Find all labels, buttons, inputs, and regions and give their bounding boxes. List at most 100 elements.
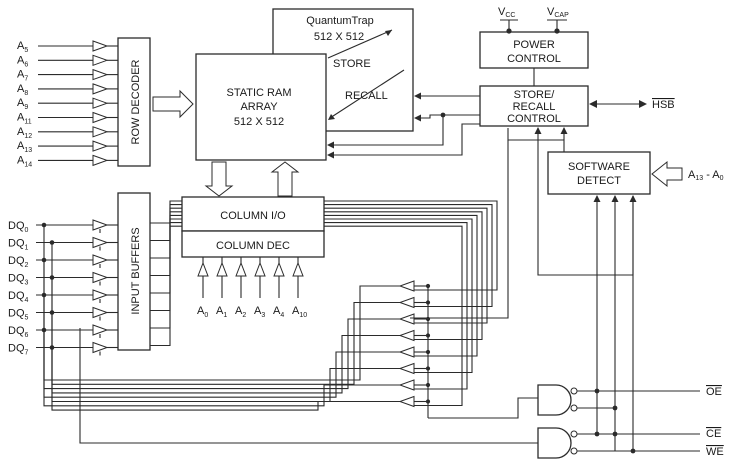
power-control-label: CONTROL — [507, 53, 561, 65]
column-address-label: A1 — [216, 305, 227, 319]
row-address-buffer — [92, 54, 109, 67]
row-decoder-block — [117, 37, 151, 167]
src-to-array-wire-2 — [328, 123, 480, 156]
column-io-block — [181, 196, 325, 232]
store-recall-label-2: RECALL — [513, 101, 556, 113]
src-feedback-arrowhead-icon — [534, 127, 542, 134]
src-to-array-arrowhead-1-icon — [327, 141, 334, 149]
array-to-column-io-arrow — [204, 161, 234, 197]
power-control-block — [479, 31, 589, 69]
column-io-label: COLUMN I/O — [220, 210, 286, 222]
column-address-buffer — [216, 261, 228, 277]
software-label: SOFTWARE — [568, 161, 630, 173]
column-address-label: A10 — [292, 305, 307, 319]
vcap-node — [554, 28, 560, 34]
src-to-array-wire-1 — [328, 114, 480, 146]
column-address-buffer — [235, 261, 247, 277]
input-buffers-label: INPUT BUFFERS — [130, 227, 142, 314]
store-arrow — [327, 29, 393, 59]
hsb-label: HSB — [652, 99, 675, 111]
ce-node-2 — [612, 431, 618, 437]
data-input-buffer — [92, 324, 109, 336]
row-decoder-to-array-arrow — [152, 89, 194, 119]
src-to-qt-wire-2 — [415, 114, 443, 119]
oe-gate-ce-node — [612, 405, 618, 411]
output-buffer — [398, 280, 415, 292]
output-return-wire — [66, 351, 400, 398]
oe-nand-gate — [537, 384, 572, 416]
input-bus-wire — [150, 211, 182, 277]
array-size-label: 512 X 512 — [234, 116, 284, 128]
row-address-label: A12 — [17, 126, 32, 140]
data-input-buffer — [92, 271, 109, 284]
column-io-bus-wire — [324, 200, 498, 291]
static-ram-array-block — [195, 53, 327, 161]
output-return-wire — [72, 384, 400, 407]
column-address-label: A4 — [273, 305, 284, 319]
src-to-qt-arrowhead-icon — [414, 92, 421, 100]
ce-we-nand-gate — [537, 427, 572, 459]
output-buffer — [398, 329, 415, 342]
column-io-bus-wire — [324, 225, 463, 407]
we-gate-output-wire — [79, 328, 538, 444]
ce-label: CE — [706, 428, 721, 440]
src-feedback-wire-2 — [537, 128, 634, 276]
we-node — [630, 448, 636, 454]
store-recall-label-1: STORE/ — [514, 89, 556, 101]
row-address-buffer — [92, 83, 109, 95]
output-buffer — [398, 313, 415, 325]
row-address-buffer — [92, 68, 109, 81]
vcc-node — [506, 28, 512, 34]
row-address-buffer — [92, 40, 109, 52]
ctrl-we-arrowhead-icon — [629, 195, 637, 202]
sw-addr-in-arrow — [651, 160, 683, 188]
row-address-label: A14 — [17, 154, 32, 168]
sw-detect-to-src-wire-a — [507, 128, 565, 152]
data-loop-wire — [51, 347, 75, 411]
oe-label: OE — [706, 386, 722, 398]
output-return-wire — [60, 318, 400, 390]
row-address-label: A13 — [17, 140, 32, 154]
output-buffers — [398, 280, 431, 418]
row-address-buffer — [92, 126, 109, 138]
hsb-right-arrowhead-icon — [639, 100, 647, 108]
output-buffer — [398, 395, 415, 408]
output-return-wire — [75, 400, 400, 411]
row-address-label: A9 — [17, 97, 28, 111]
power-label: POWER — [513, 39, 555, 51]
row-address-buffer — [92, 97, 109, 109]
src-to-qt-arrowhead-2-icon — [414, 114, 421, 122]
data-line-label: DQ3 — [8, 273, 29, 287]
column-io-bus-wire — [324, 204, 493, 308]
src-to-array-arrowhead-2-icon — [327, 151, 334, 159]
ctrl-oe-arrowhead-icon — [593, 195, 601, 202]
ce-node-1 — [594, 431, 600, 437]
quantumtrap-label: QuantumTrap — [306, 15, 373, 27]
output-buffer — [398, 379, 415, 391]
input-bus-wire — [150, 214, 182, 294]
vcap-label: VCAP — [547, 6, 569, 19]
column-dec-block — [181, 230, 325, 258]
row-address-buffer — [92, 140, 109, 152]
column-io-bus-wire — [324, 211, 483, 341]
column-address-label: A0 — [197, 305, 208, 319]
recall-label: RECALL — [345, 90, 388, 102]
recall-arrowhead-icon — [328, 114, 335, 120]
static-ram-label: STATIC RAM — [227, 87, 292, 99]
column-address-buffer — [292, 261, 304, 277]
data-input-buffer — [92, 219, 109, 231]
data-bus-wiring — [43, 200, 498, 411]
ce-nand-input-bubble — [570, 430, 578, 438]
data-line-label: DQ4 — [8, 290, 29, 304]
store-label: STORE — [333, 58, 371, 70]
we-label: WE — [706, 446, 724, 458]
array-label: ARRAY — [240, 101, 278, 113]
data-input-buffer — [92, 254, 109, 266]
hsb-left-arrowhead-icon — [589, 100, 597, 108]
input-buffers-block — [117, 192, 151, 351]
column-address-buffer — [197, 261, 209, 277]
row-address-label: A8 — [17, 83, 28, 97]
